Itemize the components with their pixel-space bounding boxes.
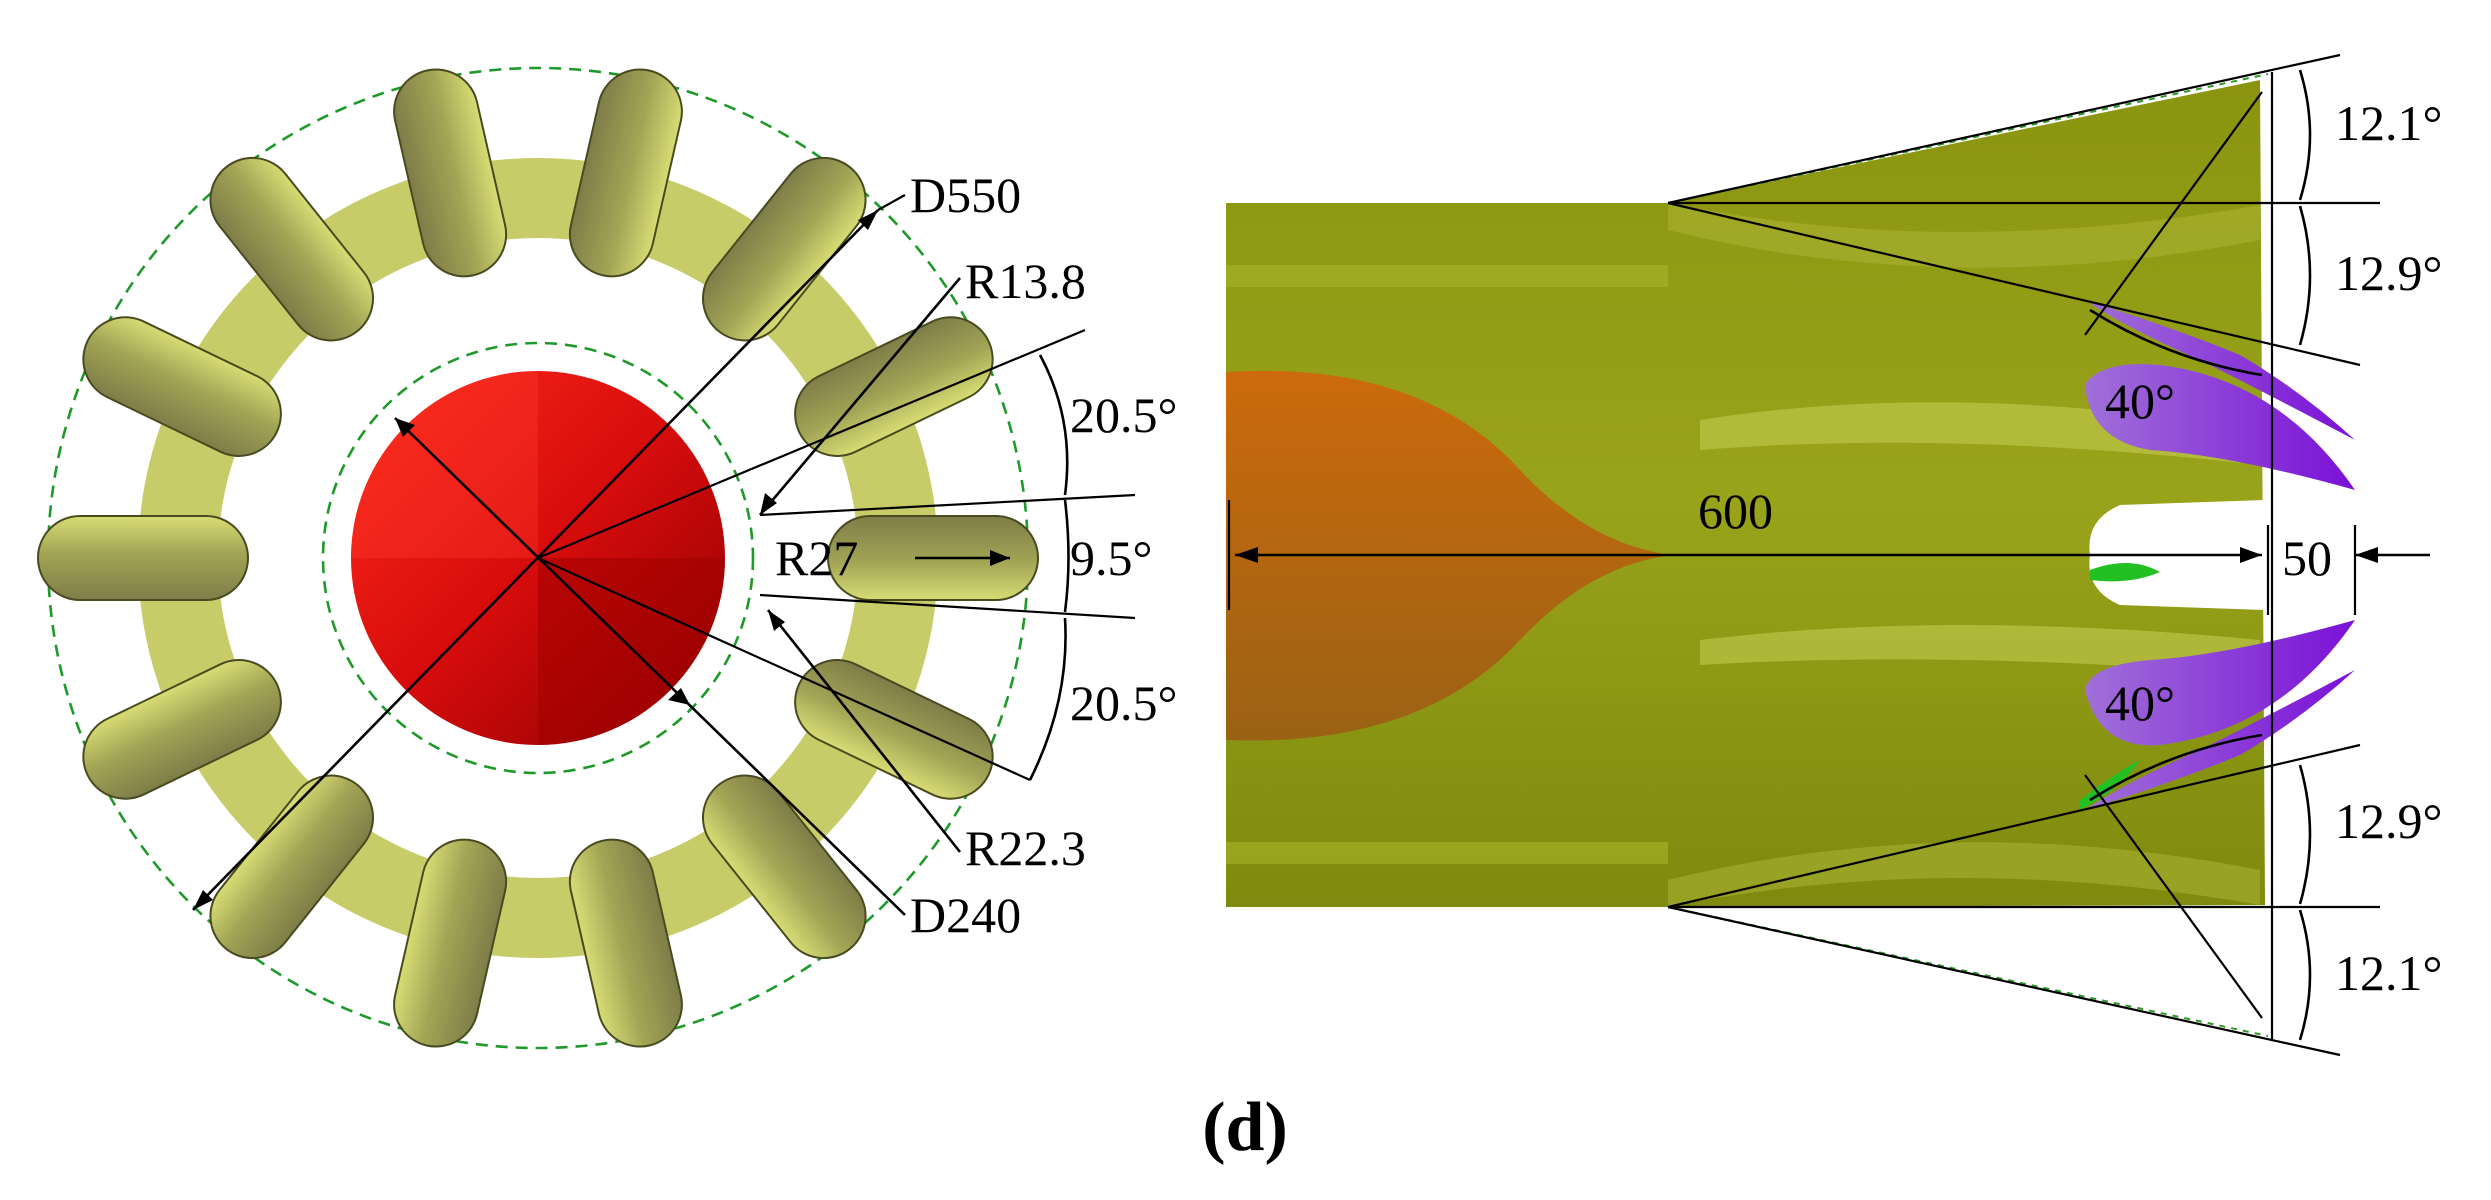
- flare-line: [1667, 905, 2341, 1057]
- arrowhead-icon: [193, 890, 213, 910]
- flare-line: [1667, 743, 2361, 909]
- lobe-streak: [1668, 203, 2260, 268]
- arrowhead-icon: [858, 210, 878, 230]
- angle-arc-upper-inner: [2298, 205, 2312, 346]
- lobe-ray: [2084, 91, 2263, 336]
- angle-ray: [537, 556, 1031, 782]
- lobe: [701, 156, 867, 342]
- arrowhead-icon: [1235, 547, 1258, 563]
- label-angle-bottom: 20.5°: [1070, 675, 1178, 731]
- front-view: D550 R13.8 20.5° R27 9.5° 20.5° R22.3 D2…: [37, 66, 1178, 1050]
- lobe: [82, 659, 282, 800]
- lobe: [209, 156, 375, 342]
- lobe-ray: [2084, 774, 2263, 1019]
- angle-ray: [759, 493, 1136, 517]
- lobe: [794, 659, 994, 800]
- angle-arc-lower-outer: [2298, 909, 2312, 1041]
- lobe-angle-arc-upper: [2089, 308, 2263, 377]
- arrowhead-icon: [395, 418, 415, 437]
- arrowhead-icon: [668, 688, 690, 705]
- angle-arc-top: [1038, 354, 1069, 496]
- label-d240: D240: [910, 887, 1021, 943]
- lobe-streak: [1668, 842, 2260, 907]
- label-angle-lower-inner: 12.9°: [2335, 793, 2443, 849]
- label-angle-upper-inner: 12.9°: [2335, 245, 2443, 301]
- label-d550: D550: [910, 167, 1021, 223]
- lobe: [794, 316, 994, 457]
- label-r13-8: R13.8: [965, 253, 1086, 309]
- side-view: 600 12.1° 12.9° 40° 50 40° 12.9° 12.1°: [1226, 53, 2443, 1057]
- label-angle-top: 20.5°: [1070, 387, 1178, 443]
- label-gap: 50: [2282, 530, 2332, 586]
- arrowhead-icon: [2240, 547, 2262, 563]
- purple-tab: [2085, 364, 2355, 490]
- angle-arc-upper-outer: [2298, 69, 2312, 201]
- body-band: [1226, 842, 1668, 864]
- arrowhead-icon: [990, 550, 1010, 566]
- flare-line: [1667, 201, 2361, 367]
- purple-tab: [2085, 300, 2355, 440]
- purple-tab: [2085, 670, 2355, 810]
- lobe: [568, 838, 683, 1048]
- r22-3-leader: [766, 609, 962, 853]
- arrowhead-icon: [2355, 547, 2378, 563]
- d550-leader: [192, 209, 879, 911]
- angle-arc-lower-inner: [2298, 764, 2312, 905]
- lobe-angle-arc-lower: [2089, 733, 2263, 802]
- figure-caption: (d): [1202, 1089, 1288, 1166]
- angle-arc-bottom: [1028, 617, 1067, 781]
- green-tab: [2090, 562, 2160, 582]
- flare-line: [1667, 53, 2341, 205]
- cone-shading: [538, 558, 725, 745]
- lobe: [393, 68, 508, 278]
- lobe-streak: [1700, 625, 2260, 675]
- inner-diameter-circle: [321, 341, 755, 775]
- lobe: [82, 316, 282, 457]
- lobe: [37, 515, 249, 601]
- label-angle-upper-lobe: 40°: [2105, 373, 2175, 429]
- label-angle-lower-outer: 12.1°: [2335, 945, 2443, 1001]
- lobe: [568, 68, 683, 278]
- label-r22-3: R22.3: [965, 820, 1086, 876]
- r13-8-leader: [759, 277, 961, 516]
- label-angle-mid: 9.5°: [1070, 530, 1153, 586]
- label-angle-upper-outer: 12.1°: [2335, 95, 2443, 151]
- lobe: [209, 774, 375, 960]
- lobe: [701, 774, 867, 960]
- label-angle-lower-lobe: 40°: [2105, 675, 2175, 731]
- purple-tab: [2085, 620, 2355, 746]
- body-band: [1226, 265, 1668, 287]
- lobe: [393, 838, 508, 1048]
- d240-leader: [394, 417, 906, 916]
- angle-ray: [537, 328, 1086, 560]
- arrowhead-icon: [768, 610, 785, 631]
- angle-ray: [759, 593, 1136, 620]
- label-length: 600: [1698, 483, 1773, 539]
- arrowhead-icon: [760, 493, 777, 515]
- label-r27: R27: [775, 530, 858, 586]
- angle-arc-mid: [1063, 499, 1070, 613]
- d550-label-line: [877, 194, 906, 211]
